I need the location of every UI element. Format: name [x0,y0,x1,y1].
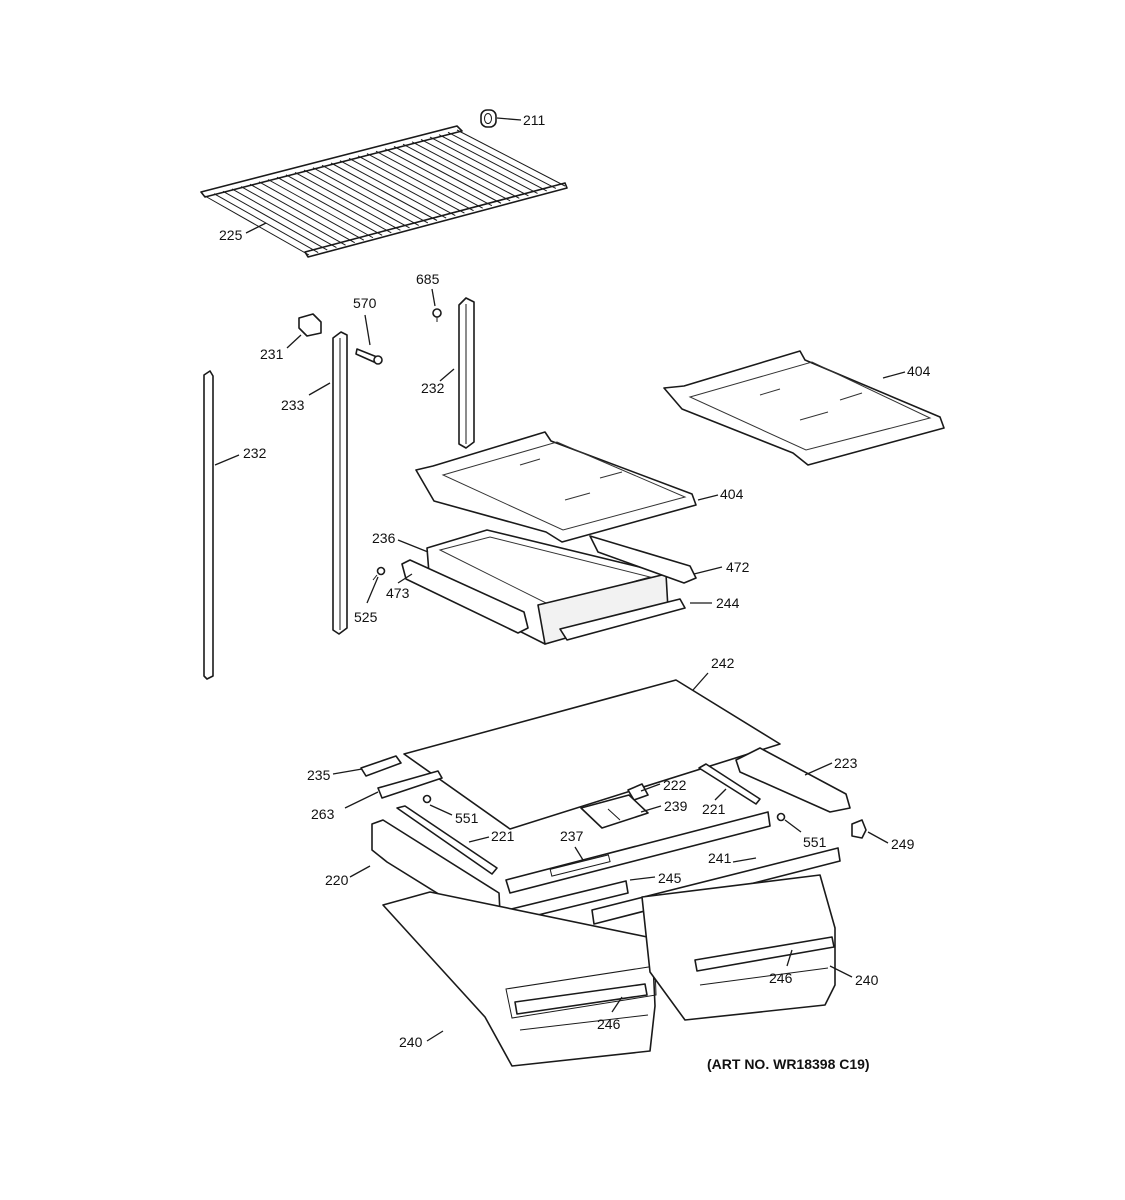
callout-239: 239 [664,798,688,814]
part-233-rail [332,331,348,635]
part-685-screw [432,308,442,322]
wire-rod [420,138,529,197]
part-239-bracket [580,794,649,829]
callout-220: 220 [325,872,349,888]
wire-rod [429,136,538,194]
part-232-rail-left [203,370,214,680]
wire-rod [204,195,310,256]
callout-211: 211 [523,112,546,128]
part-551-screw-right [776,812,786,822]
part-249-clip [851,819,867,839]
callout-245: 245 [658,870,682,886]
wire-rod [357,155,465,214]
part-225-wire-shelf [200,125,568,258]
wire-rod [348,157,456,217]
part-570-screw [355,348,383,365]
callout-225: 225 [219,227,243,243]
wire-rod [447,131,557,189]
part-231-clip [298,313,322,337]
part-221-rail-right [698,763,761,805]
callout-242: 242 [711,655,735,671]
wire-rod [294,171,401,231]
wire-rod [321,164,429,224]
wire-rod [303,169,410,229]
callout-235: 235 [307,767,331,783]
part-223-slide [735,747,851,813]
part-244-rail [559,598,686,641]
wire-rod [330,162,438,221]
part-240-crisper-right [641,874,836,1021]
callout-525: 525 [354,609,378,625]
leader-lines [214,117,906,1042]
callout-244: 244 [716,595,740,611]
part-263-bracket [377,770,443,799]
art-number: (ART NO. WR18398 C19) [707,1056,870,1072]
callout-570: 570 [353,295,377,311]
callout-263: 263 [311,806,335,822]
wire-rod [231,188,337,249]
part-242-glass-cover [403,679,781,830]
callout-685: 685 [416,271,440,287]
callout-233: 233 [281,397,305,413]
callout-404-center: 404 [720,486,744,502]
part-551-screw-left [422,794,432,804]
wire-rod [240,186,346,246]
wire-rod [339,160,447,219]
callout-221-right: 221 [702,801,726,817]
callout-404-right: 404 [907,363,931,379]
part-404-glass-shelf-right [663,350,945,466]
callout-472: 472 [726,559,750,575]
callout-551-left: 551 [455,810,479,826]
wire-rod [312,167,419,226]
part-235-bracket [360,755,402,777]
callout-551-right: 551 [803,834,827,850]
callout-249: 249 [891,836,915,852]
callout-236: 236 [372,530,396,546]
wire-rod [213,193,319,253]
callout-222: 222 [663,777,687,793]
wire-rod [276,176,383,236]
wire-rod [384,148,493,207]
callout-223: 223 [834,755,858,771]
callout-473: 473 [386,585,410,601]
wire-rod [222,190,328,251]
wire-rod [267,179,374,239]
wire-rod [438,134,547,192]
callout-246-right: 246 [769,970,793,986]
part-473-slide [401,559,529,634]
wire-rod [393,146,502,204]
part-211-grommet [480,109,497,128]
callout-231: 231 [260,346,284,362]
part-237-rail [505,811,771,894]
part-222-clip [627,783,649,801]
wire-rod [375,150,483,209]
callout-240-left: 240 [399,1034,423,1050]
callout-232-left: 232 [243,445,267,461]
wire-rod [411,141,520,199]
callout-232-center: 232 [421,380,445,396]
wire-rod [249,183,355,244]
callout-labels: 211 225 685 570 231 233 232 232 404 404 … [219,112,931,1050]
part-404-glass-shelf-center [415,431,697,543]
part-221-rail-left [396,805,498,875]
callout-237: 237 [560,828,584,844]
callout-240-right: 240 [855,972,879,988]
wire-rod [402,143,511,202]
wire-rod [258,181,365,241]
part-525-screw [372,566,386,581]
callout-241: 241 [708,850,732,866]
part-232-rail-center [458,297,475,449]
part-472-slide [589,535,697,584]
wire-rod [456,129,566,187]
wire-rod [366,153,474,212]
wire-rod [285,174,392,234]
part-240-crisper-left [382,891,657,1067]
callout-221-left: 221 [491,828,515,844]
callout-246-left: 246 [597,1016,621,1032]
